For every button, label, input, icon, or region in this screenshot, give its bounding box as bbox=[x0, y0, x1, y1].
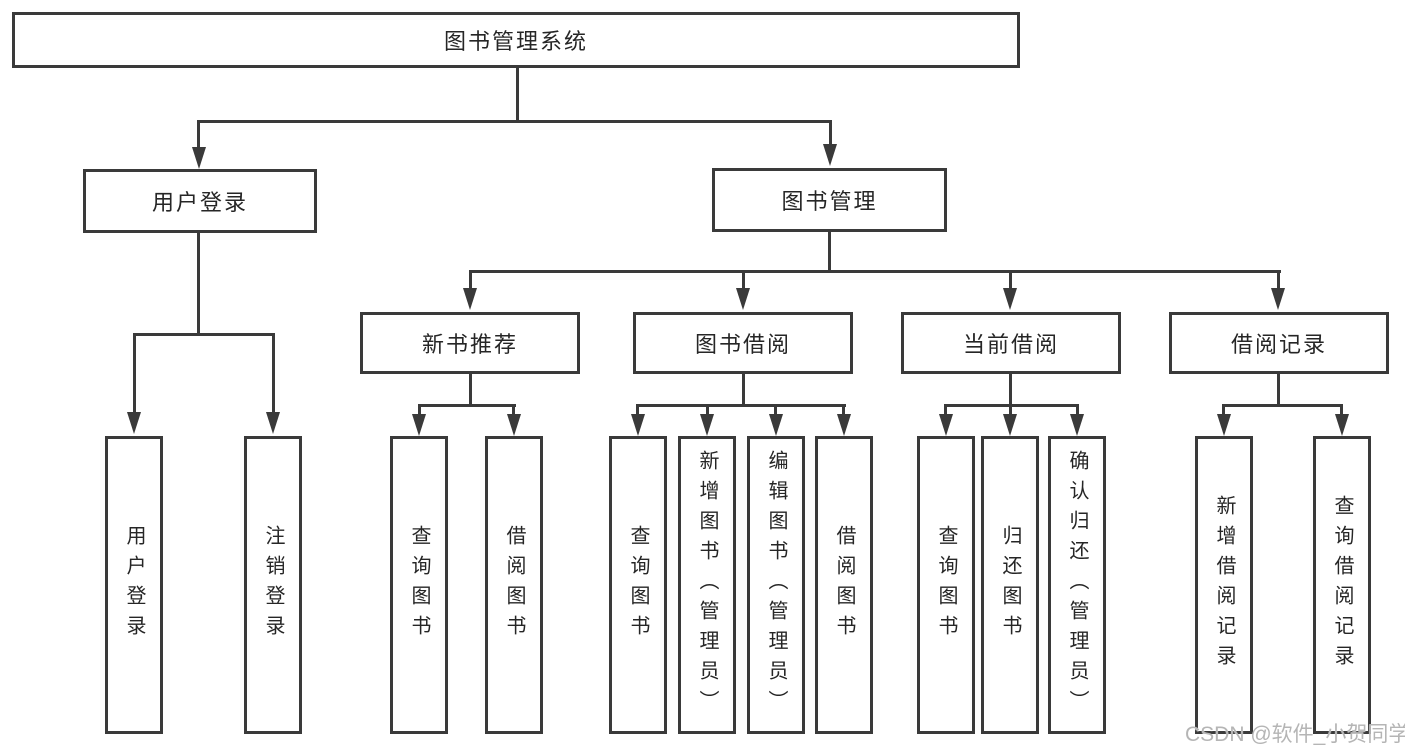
leaf-query-books: 查询图书 bbox=[917, 436, 975, 734]
node-label: 查询图书 bbox=[408, 525, 430, 645]
connector-line bbox=[828, 232, 831, 270]
connector-line bbox=[706, 404, 709, 416]
connector-line bbox=[1222, 404, 1343, 407]
node-label: 注销登录 bbox=[262, 525, 284, 645]
connector-line bbox=[133, 333, 275, 336]
connector-line bbox=[272, 333, 275, 412]
node-label: 确认归还（管理员） bbox=[1066, 450, 1088, 720]
node-label: 新增图书（管理员） bbox=[696, 450, 718, 720]
connector-line bbox=[1277, 374, 1280, 404]
arrowhead-icon bbox=[769, 414, 783, 436]
connector-line bbox=[742, 270, 745, 290]
node-label: 新书推荐 bbox=[421, 332, 518, 357]
leaf-confirm-return-admin: 确认归还（管理员） bbox=[1048, 436, 1106, 734]
arrowhead-icon bbox=[939, 414, 953, 436]
arrowhead-icon bbox=[192, 147, 206, 169]
connector-line bbox=[469, 270, 1281, 273]
node-label: 当前借阅 bbox=[962, 332, 1059, 357]
connector-line bbox=[829, 120, 832, 145]
node-label: 查询图书 bbox=[627, 525, 649, 645]
connector-line bbox=[742, 374, 745, 404]
arrowhead-icon bbox=[412, 414, 426, 436]
arrowhead-icon bbox=[463, 288, 477, 310]
connector-line bbox=[418, 404, 421, 416]
connector-line bbox=[842, 404, 845, 416]
arrowhead-icon bbox=[700, 414, 714, 436]
arrowhead-icon bbox=[823, 144, 837, 166]
leaf-add-borrow-record: 新增借阅记录 bbox=[1195, 436, 1253, 734]
node-borrowing-records: 借阅记录 bbox=[1169, 312, 1389, 374]
leaf-user-login: 用户登录 bbox=[105, 436, 163, 734]
arrowhead-icon bbox=[1335, 414, 1349, 436]
arrowhead-icon bbox=[631, 414, 645, 436]
leaf-query-books: 查询图书 bbox=[390, 436, 448, 734]
connector-line bbox=[1009, 404, 1012, 416]
arrowhead-icon bbox=[1217, 414, 1231, 436]
node-label: 归还图书 bbox=[999, 525, 1021, 645]
node-current-borrowing: 当前借阅 bbox=[901, 312, 1121, 374]
node-label: 新增借阅记录 bbox=[1213, 495, 1235, 675]
connector-line bbox=[1009, 270, 1012, 290]
arrowhead-icon bbox=[837, 414, 851, 436]
connector-line bbox=[1076, 404, 1079, 416]
arrowhead-icon bbox=[1003, 288, 1017, 310]
node-library-management-system: 图书管理系统 bbox=[12, 12, 1020, 68]
leaf-add-books-admin: 新增图书（管理员） bbox=[678, 436, 736, 734]
arrowhead-icon bbox=[266, 412, 280, 434]
node-book-borrowing: 图书借阅 bbox=[633, 312, 853, 374]
arrowhead-icon bbox=[127, 412, 141, 434]
node-label: 借阅记录 bbox=[1230, 332, 1327, 357]
arrowhead-icon bbox=[1271, 288, 1285, 310]
node-label: 查询图书 bbox=[935, 525, 957, 645]
leaf-return-books: 归还图书 bbox=[981, 436, 1039, 734]
node-label: 借阅图书 bbox=[503, 525, 525, 645]
leaf-logout: 注销登录 bbox=[244, 436, 302, 734]
node-label: 查询借阅记录 bbox=[1331, 495, 1353, 675]
node-new-book-recommendation: 新书推荐 bbox=[360, 312, 580, 374]
node-label: 图书借阅 bbox=[694, 332, 791, 357]
connector-line bbox=[1340, 404, 1343, 416]
connector-line bbox=[197, 120, 200, 148]
connector-line bbox=[197, 233, 200, 333]
node-label: 用户登录 bbox=[123, 525, 145, 645]
connector-line bbox=[944, 404, 947, 416]
csdn-watermark: CSDN @软件_小贺同学 bbox=[1185, 723, 1405, 746]
node-label: 借阅图书 bbox=[833, 525, 855, 645]
connector-line bbox=[774, 404, 777, 416]
connector-line bbox=[197, 120, 832, 123]
leaf-borrow-books: 借阅图书 bbox=[815, 436, 873, 734]
connector-line bbox=[133, 333, 136, 412]
arrowhead-icon bbox=[1070, 414, 1084, 436]
connector-line bbox=[636, 404, 639, 416]
connector-line bbox=[1009, 374, 1012, 404]
connector-line bbox=[418, 404, 516, 407]
node-label: 用户登录 bbox=[151, 190, 248, 215]
node-label: 编辑图书（管理员） bbox=[765, 450, 787, 720]
node-label: 图书管理系统 bbox=[443, 29, 588, 54]
leaf-borrow-books: 借阅图书 bbox=[485, 436, 543, 734]
connector-line bbox=[637, 404, 846, 407]
arrowhead-icon bbox=[1003, 414, 1017, 436]
connector-line bbox=[469, 374, 472, 404]
node-label: 图书管理 bbox=[781, 189, 878, 214]
connector-line bbox=[1222, 404, 1225, 416]
leaf-edit-books-admin: 编辑图书（管理员） bbox=[747, 436, 805, 734]
node-user-login: 用户登录 bbox=[83, 169, 317, 233]
arrowhead-icon bbox=[507, 414, 521, 436]
leaf-query-books: 查询图书 bbox=[609, 436, 667, 734]
connector-line bbox=[516, 68, 519, 120]
leaf-query-borrow-record: 查询借阅记录 bbox=[1313, 436, 1371, 734]
connector-line bbox=[1277, 270, 1280, 290]
connector-line bbox=[469, 270, 472, 290]
connector-line bbox=[512, 404, 515, 416]
arrowhead-icon bbox=[736, 288, 750, 310]
node-book-management: 图书管理 bbox=[712, 168, 947, 232]
